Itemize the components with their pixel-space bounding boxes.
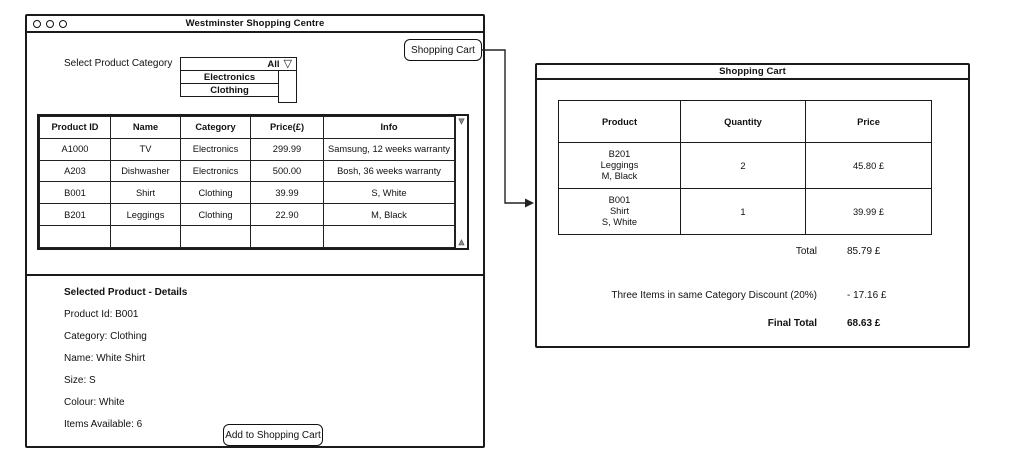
column-header: Name	[110, 116, 181, 139]
cell-product-id[interactable]: A1000	[39, 137, 111, 161]
cart-table: Product Quantity Price B201 Leggings M, …	[558, 100, 932, 235]
category-option-clothing[interactable]: Clothing	[180, 83, 279, 97]
cell-empty	[323, 225, 455, 248]
cart-window: Shopping Cart Product Quantity Price B20…	[535, 63, 970, 348]
category-label: Select Product Category	[64, 58, 173, 69]
column-header: Price	[805, 100, 932, 143]
cell-category[interactable]: Electronics	[180, 159, 251, 183]
cell-price[interactable]: 39.99	[250, 181, 324, 205]
main-window-titlebar: Westminster Shopping Centre	[27, 16, 483, 33]
category-dropdown-value: All	[267, 58, 280, 70]
final-total-label: Final Total	[767, 317, 817, 329]
category-option-electronics[interactable]: Electronics	[180, 70, 279, 84]
cell-empty	[110, 225, 181, 248]
cell-price[interactable]: 299.99	[250, 137, 324, 161]
product-table: Product ID Name Category Price(£) Info A…	[39, 116, 455, 248]
cart-window-title: Shopping Cart	[719, 66, 786, 77]
cart-table-header-row: Product Quantity Price	[558, 100, 932, 143]
cell-price[interactable]: 500.00	[250, 159, 324, 183]
discount-value: - 17.16 £	[847, 289, 887, 301]
product-table-header-row: Product ID Name Category Price(£) Info	[39, 116, 455, 139]
add-to-cart-button[interactable]: Add to Shopping Cart	[223, 424, 323, 446]
cell-product-id[interactable]: B001	[39, 181, 111, 205]
cart-row: B001 Shirt S, White 1 39.99 £	[558, 188, 932, 235]
cell-price[interactable]: 22.90	[250, 203, 324, 227]
cart-cell-product: B201 Leggings M, Black	[558, 142, 681, 189]
cell-empty	[39, 225, 111, 248]
table-row[interactable]: B001 Shirt Clothing 39.99 S, White	[39, 181, 455, 205]
cell-info[interactable]: S, White	[323, 181, 455, 205]
final-total-row: Final Total 68.63 £	[557, 316, 935, 330]
column-header: Category	[180, 116, 251, 139]
table-row-empty	[39, 225, 455, 248]
total-label: Total	[795, 245, 817, 257]
selected-product-details: Selected Product - Details Product Id: B…	[64, 282, 187, 436]
discount-row: Three Items in same Category Discount (2…	[557, 288, 935, 302]
details-size: Size: S	[64, 375, 96, 386]
category-dropdown-selected[interactable]: All ▽	[180, 57, 297, 71]
cell-name[interactable]: TV	[110, 137, 181, 161]
details-heading: Selected Product - Details	[64, 287, 188, 298]
scroll-arrow-down-icon[interactable]: ▼	[457, 116, 467, 126]
column-header: Price(£)	[250, 116, 324, 139]
total-value: 85.79 £	[847, 245, 881, 257]
cell-name[interactable]: Shirt	[110, 181, 181, 205]
cell-info[interactable]: M, Black	[323, 203, 455, 227]
cell-empty	[180, 225, 251, 248]
table-scrollbar[interactable]: ▼ ▲	[455, 116, 467, 248]
dropdown-scroll-strip	[278, 70, 297, 103]
cell-info[interactable]: Bosh, 36 weeks warranty	[323, 159, 455, 183]
cell-product-id[interactable]: B201	[39, 203, 111, 227]
cell-category[interactable]: Clothing	[180, 181, 251, 205]
window-control-icon[interactable]	[59, 19, 67, 28]
details-category: Category: Clothing	[64, 331, 147, 342]
cart-cell-quantity: 2	[680, 142, 806, 189]
cell-empty	[250, 225, 324, 248]
discount-label: Three Items in same Category Discount (2…	[611, 289, 817, 301]
cell-category[interactable]: Electronics	[180, 137, 251, 161]
window-control-icon[interactable]	[33, 19, 41, 28]
column-header: Info	[323, 116, 455, 139]
column-header: Quantity	[680, 100, 806, 143]
final-total-value: 68.63 £	[847, 317, 881, 329]
cart-cell-product: B001 Shirt S, White	[558, 188, 681, 235]
column-header: Product ID	[39, 116, 111, 139]
details-colour: Colour: White	[64, 397, 125, 408]
cell-name[interactable]: Dishwasher	[110, 159, 181, 183]
main-window: Westminster Shopping Centre Select Produ…	[25, 14, 485, 448]
total-row: Total 85.79 £	[557, 244, 935, 258]
table-row[interactable]: A1000 TV Electronics 299.99 Samsung, 12 …	[39, 137, 455, 161]
window-control-icon[interactable]	[46, 19, 54, 28]
section-divider	[25, 274, 485, 276]
table-row[interactable]: A203 Dishwasher Electronics 500.00 Bosh,…	[39, 159, 455, 183]
cell-name[interactable]: Leggings	[110, 203, 181, 227]
dropdown-arrow-icon[interactable]: ▽	[283, 58, 292, 70]
shopping-cart-button[interactable]: Shopping Cart	[404, 39, 482, 61]
main-window-title: Westminster Shopping Centre	[185, 18, 325, 29]
details-product-id: Product Id: B001	[64, 309, 139, 320]
details-name: Name: White Shirt	[64, 353, 146, 364]
category-dropdown: All ▽ Electronics Clothing	[180, 57, 297, 103]
cart-window-titlebar: Shopping Cart	[537, 65, 968, 80]
details-items-available: Items Available: 6	[64, 419, 143, 430]
cart-cell-price: 39.99 £	[805, 188, 932, 235]
cart-row: B201 Leggings M, Black 2 45.80 £	[558, 142, 932, 189]
scroll-arrow-up-icon[interactable]: ▲	[457, 237, 467, 247]
cell-product-id[interactable]: A203	[39, 159, 111, 183]
product-table-container: Product ID Name Category Price(£) Info A…	[37, 114, 469, 250]
window-controls	[33, 19, 67, 28]
table-row[interactable]: B201 Leggings Clothing 22.90 M, Black	[39, 203, 455, 227]
cart-cell-quantity: 1	[680, 188, 806, 235]
cart-cell-price: 45.80 £	[805, 142, 932, 189]
cell-category[interactable]: Clothing	[180, 203, 251, 227]
column-header: Product	[558, 100, 681, 143]
cell-info[interactable]: Samsung, 12 weeks warranty	[323, 137, 455, 161]
